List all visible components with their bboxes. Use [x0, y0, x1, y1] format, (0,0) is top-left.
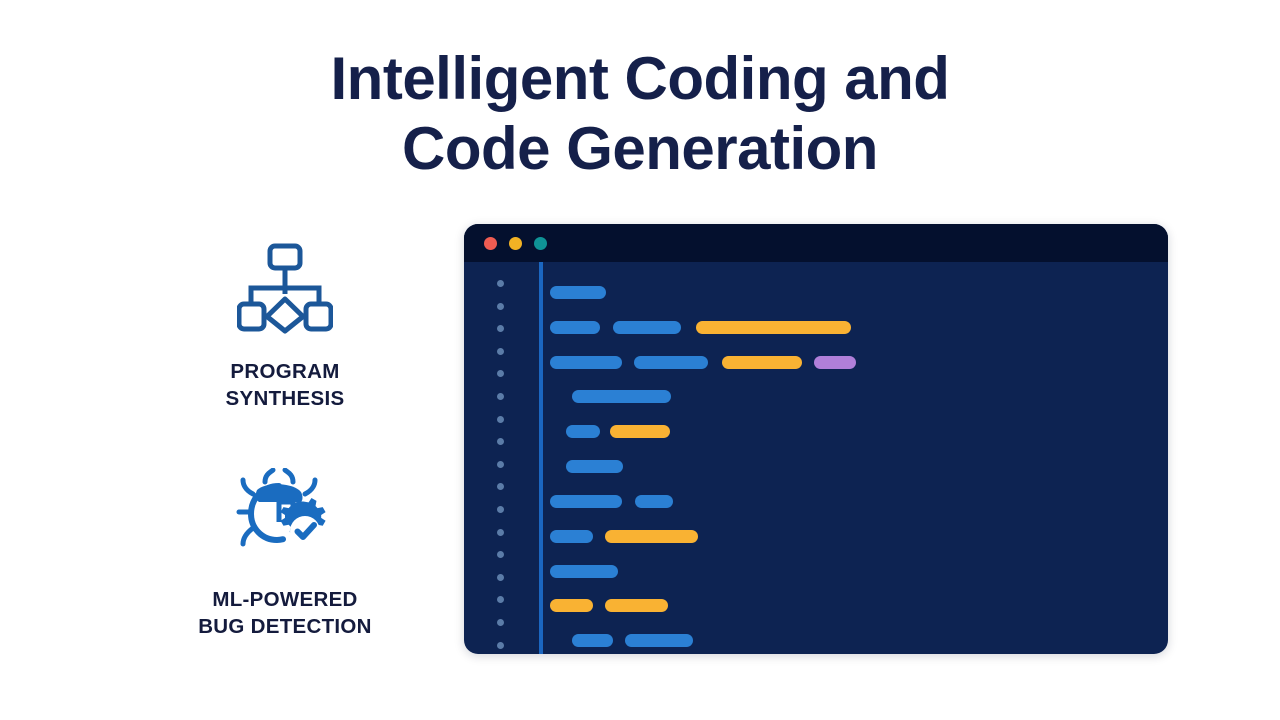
editor-accent-rule — [539, 262, 543, 654]
gutter-dot — [497, 302, 504, 310]
gutter-dot — [497, 347, 504, 355]
code-token-amber — [696, 321, 851, 334]
maximize-dot[interactable] — [534, 236, 547, 250]
editor-body[interactable] — [464, 262, 1168, 654]
code-token-purple — [814, 356, 856, 369]
gutter-dot — [497, 483, 504, 491]
feature-bug-detection-label: ML-POWERED BUG DETECTION — [150, 586, 420, 640]
feature-label-line-2: BUG DETECTION — [198, 615, 372, 638]
hierarchy-flowchart-icon — [150, 240, 420, 336]
editor-gutter — [497, 280, 511, 654]
code-token-blue — [625, 634, 693, 647]
code-token-blue — [634, 356, 708, 369]
code-token-amber — [722, 356, 802, 369]
feature-program-synthesis: PROGRAM SYNTHESIS — [150, 240, 420, 412]
code-token-amber — [605, 530, 698, 543]
code-token-blue — [550, 321, 600, 334]
code-token-blue — [572, 390, 671, 403]
code-area[interactable] — [550, 286, 1168, 654]
code-token-blue — [566, 425, 600, 438]
page-title: Intelligent Coding and Code Generation — [0, 44, 1280, 184]
code-token-blue — [550, 495, 622, 508]
minimize-dot[interactable] — [509, 236, 522, 250]
feature-label-line-1: ML-POWERED — [212, 588, 358, 611]
page-title-line-1: Intelligent Coding and — [330, 45, 950, 112]
gutter-dot — [497, 370, 504, 378]
code-token-blue — [550, 286, 606, 299]
gutter-dot — [497, 618, 504, 626]
code-token-blue — [613, 321, 681, 334]
gutter-dot — [497, 641, 504, 649]
code-token-blue — [635, 495, 673, 508]
bug-gear-check-icon — [150, 468, 420, 564]
code-editor-window: AI Encode(...)Encrypt(...)Enable(...)Enc… — [464, 224, 1168, 654]
page-title-line-2: Code Generation — [402, 115, 878, 182]
code-token-amber — [550, 599, 593, 612]
gutter-dot — [497, 280, 504, 287]
gutter-dot — [497, 415, 504, 423]
code-token-blue — [550, 565, 618, 578]
close-dot[interactable] — [484, 236, 497, 250]
gutter-dot — [497, 392, 504, 400]
feature-label-line-2: SYNTHESIS — [225, 387, 345, 410]
code-token-blue — [566, 460, 623, 473]
code-token-blue — [550, 356, 622, 369]
gutter-dot — [497, 596, 504, 604]
code-token-blue — [572, 634, 613, 647]
feature-label-line-1: PROGRAM — [230, 360, 340, 383]
code-token-amber — [605, 599, 668, 612]
gutter-dot — [497, 573, 504, 581]
gutter-dot — [497, 438, 504, 446]
gutter-dot — [497, 528, 504, 536]
editor-titlebar — [464, 224, 1168, 262]
gutter-dot — [497, 551, 504, 559]
feature-program-synthesis-label: PROGRAM SYNTHESIS — [150, 358, 420, 412]
gutter-dot — [497, 505, 504, 513]
code-token-amber — [610, 425, 670, 438]
gutter-dot — [497, 460, 504, 468]
code-token-blue — [550, 530, 593, 543]
gutter-dot — [497, 325, 504, 333]
feature-bug-detection: ML-POWERED BUG DETECTION — [150, 468, 420, 640]
